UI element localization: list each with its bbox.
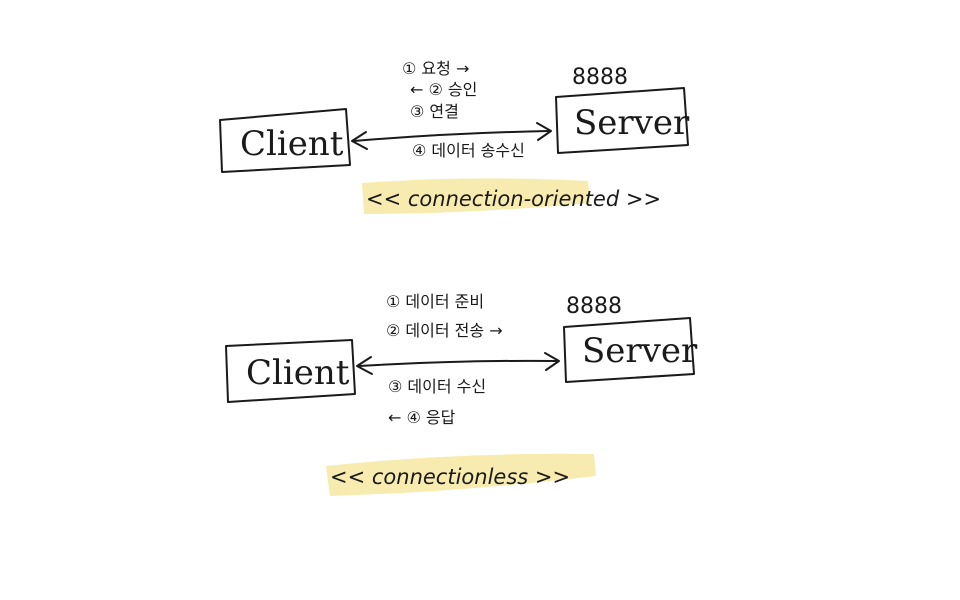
client-label: Client (246, 353, 350, 393)
caption-text: << connection-oriented >> (366, 187, 661, 211)
step-send: ② 데이터 전송 → (386, 321, 503, 340)
step-connect: ③ 연결 (410, 102, 459, 121)
server-box: Server 8888 (563, 294, 698, 383)
data-arrow (356, 352, 560, 375)
highlight-mark (362, 178, 590, 214)
step-request: ① 요청 → (402, 59, 469, 78)
step-receive: ③ 데이터 수신 (388, 377, 486, 396)
step-transfer: ④ 데이터 송수신 (412, 141, 525, 160)
step-response: ← ④ 응답 (388, 408, 456, 427)
diagram-connectionless: Client Server 8888 ① 데이터 준비 ② 데이터 전송 → ③… (225, 292, 698, 496)
client-box: Client (219, 108, 351, 173)
server-label: Server (582, 331, 698, 371)
caption-connection-oriented: << connection-oriented >> (362, 178, 661, 214)
connection-arrow (351, 122, 552, 150)
step-accept: ← ② 승인 (410, 80, 477, 99)
server-label: Server (574, 103, 690, 143)
caption-text: << connectionless >> (330, 465, 570, 489)
port-label: 8888 (566, 294, 622, 319)
diagram-connection-oriented: Client Server 8888 ① 요청 → ← ② 승인 ③ 연결 ④ … (219, 59, 690, 214)
step-prepare: ① 데이터 준비 (386, 292, 484, 311)
server-box: Server 8888 (555, 65, 690, 154)
client-label: Client (240, 124, 344, 164)
client-box: Client (225, 339, 356, 403)
caption-connectionless: << connectionless >> (326, 453, 596, 496)
port-label: 8888 (572, 65, 628, 90)
highlight-mark (326, 453, 596, 496)
